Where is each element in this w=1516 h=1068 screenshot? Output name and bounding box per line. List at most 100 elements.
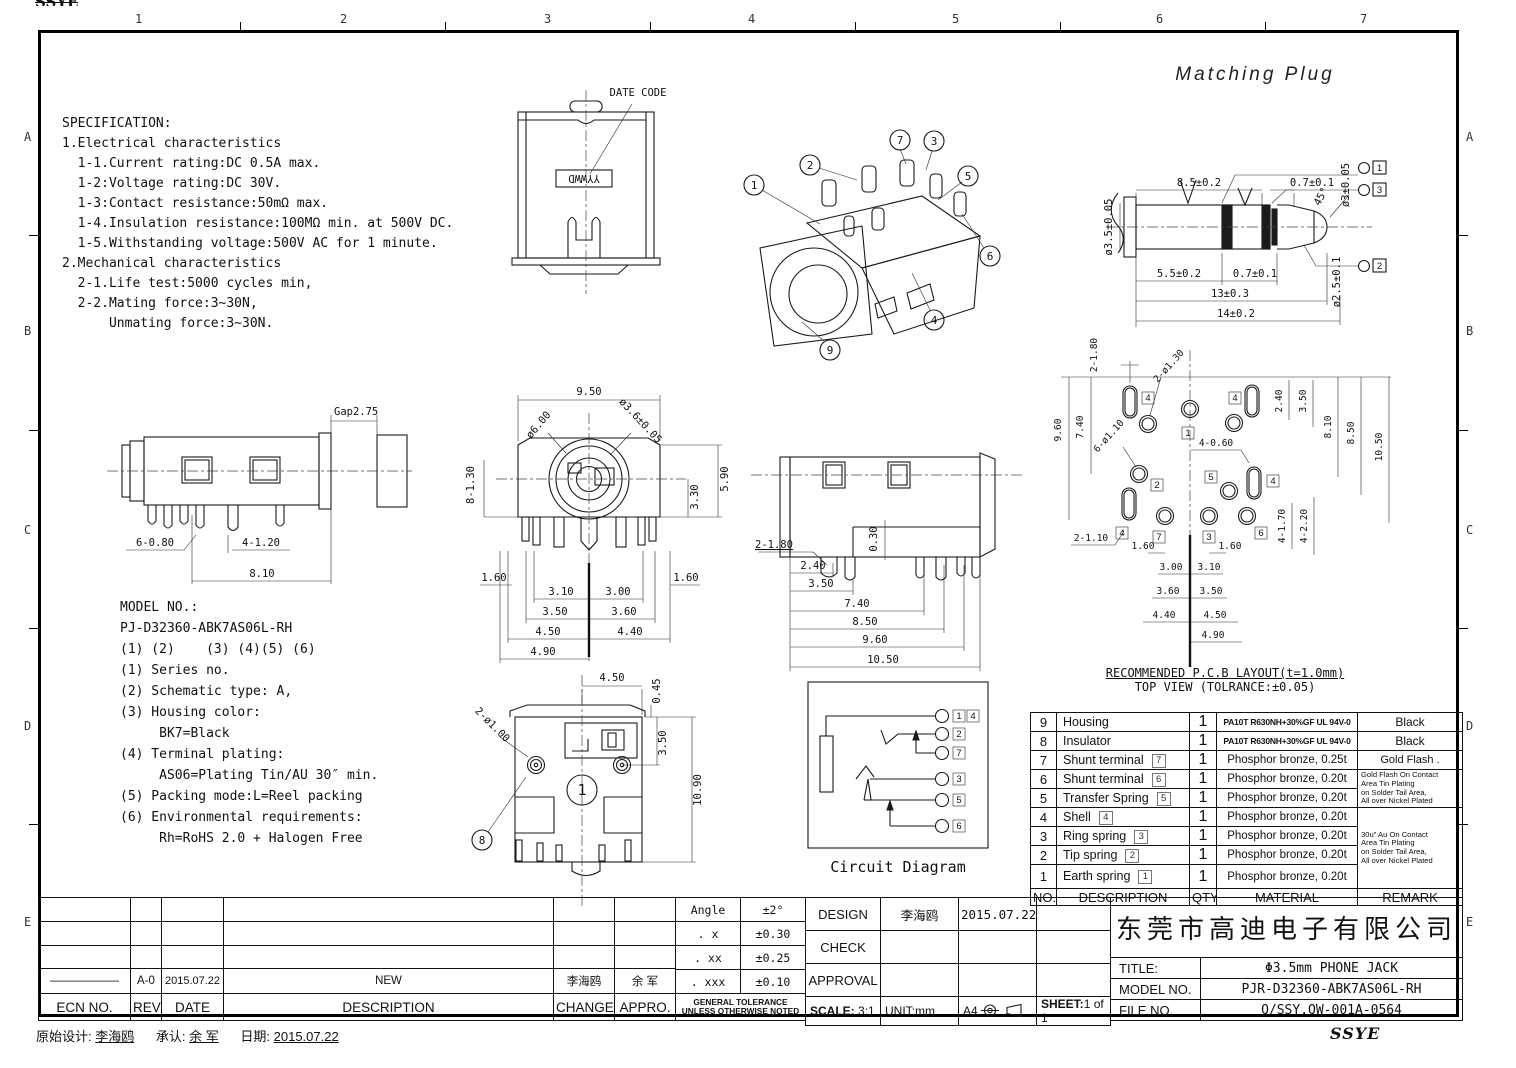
- revision-row: —————— A-0 2015.07.22 NEW 李海鸥 余 军: [38, 968, 676, 994]
- dim: 3.60: [611, 606, 636, 618]
- front-dim-lines: [480, 395, 722, 663]
- side-body: [121, 432, 408, 532]
- zone-label-top: 1: [135, 12, 143, 26]
- balloon-9: 9: [827, 344, 834, 357]
- schematic-mark-circle: [566, 774, 598, 806]
- tolerance-value: ±0.10: [740, 969, 806, 994]
- dim: 1.60: [481, 572, 506, 584]
- footer-approver: 余 军: [189, 1029, 219, 1044]
- model-line: PJ-D32360-ABK7AS06L-RH: [120, 621, 293, 636]
- empty-cell: [1036, 930, 1111, 964]
- dim: 0.7±0.1: [1290, 177, 1334, 189]
- dim: 1.60: [673, 572, 698, 584]
- side-dim-lines: [126, 415, 378, 584]
- date-value: 2015.07.22: [161, 968, 224, 994]
- part-qty: 1: [1189, 769, 1217, 789]
- specification-block: SPECIFICATION: 1.Electrical characterist…: [62, 114, 453, 334]
- zone-tick: [29, 628, 38, 629]
- empty-cell: [614, 921, 676, 946]
- balloon-leaders: [761, 148, 985, 342]
- part-desc-text: Shell: [1063, 809, 1091, 824]
- unit-cell: UNIT:mm: [880, 996, 959, 1026]
- empty-cell: [38, 897, 131, 922]
- table-row: APPROVAL: [805, 963, 1111, 997]
- pcb-note-line2: TOP VIEW (TOLRANCE:±0.05): [1134, 680, 1316, 694]
- sheet-cell: SHEET:1 of 1: [1036, 996, 1111, 1026]
- pad-tag-3: 3: [1206, 532, 1211, 543]
- terminal-7: 7: [956, 748, 961, 759]
- pad-tag-4: 4: [1119, 528, 1124, 539]
- circuit-frame: [807, 681, 989, 849]
- dim: 3.50: [657, 730, 669, 755]
- empty-cell: [614, 945, 676, 969]
- description-value: NEW: [223, 968, 554, 994]
- model-line: MODEL NO.:: [120, 600, 199, 615]
- iso-balloons: 1 2 7 3 5 6 4 9: [743, 129, 1001, 361]
- dim: 0.45: [651, 678, 663, 703]
- footer-designer: 李海鸥: [95, 1029, 135, 1044]
- ecn-no-value: ——————: [38, 968, 131, 994]
- part-no: 3: [1030, 826, 1057, 846]
- part-desc-tag: 5: [1156, 791, 1171, 806]
- dim: 2-1.80: [1089, 338, 1100, 373]
- model-line: (3) Housing color:: [120, 705, 261, 720]
- circuit-wiring: [819, 708, 950, 834]
- empty-cell: [130, 921, 162, 946]
- table-row: . xxx ±0.10: [675, 969, 806, 994]
- ecn-header-row: ECN NO. REV DATE DESCRIPTION CHANGE APPR…: [38, 993, 676, 1021]
- table-row: DESIGN 李海鸥 2015.07.22: [805, 897, 1111, 931]
- ecn-header: REV: [130, 993, 162, 1021]
- empty-cell: [958, 930, 1037, 964]
- dim: 5.90: [719, 466, 731, 491]
- dim: 10.90: [692, 774, 704, 806]
- model-line: BK7=Black: [120, 726, 230, 741]
- dim: 8.5±0.2: [1177, 177, 1221, 189]
- tolerance-label: . xxx: [675, 969, 741, 994]
- zone-label-top: 3: [544, 12, 552, 26]
- model-line: (2) Schematic type: A,: [120, 684, 293, 699]
- dim: 3.10: [548, 586, 573, 598]
- model-number-block: MODEL NO.: PJ-D32360-ABK7AS06L-RH (1) (2…: [120, 597, 378, 849]
- tolerance-value: ±0.25: [740, 945, 806, 970]
- zone-label-left: D: [24, 719, 32, 733]
- ecn-header: DESCRIPTION: [223, 993, 554, 1021]
- scale-cell: SCALE: 3:1: [805, 996, 881, 1026]
- footer-date: 2015.07.22: [273, 1029, 339, 1044]
- tolerance-note: GENERAL TOLERANCE UNLESS OTHERWISE NOTED: [675, 993, 806, 1021]
- model-line: (5) Packing mode:L=Reel packing: [120, 789, 363, 804]
- dim: 8.50: [1346, 421, 1357, 444]
- ecn-header: APPRO.: [614, 993, 676, 1021]
- balloon-6: 6: [987, 250, 994, 263]
- part-material: Phosphor bronze, 0.20t: [1216, 864, 1358, 889]
- scale-value: 3:1: [858, 1004, 875, 1018]
- pad-tag-7: 7: [1156, 532, 1161, 543]
- part-desc-tag: 4: [1098, 810, 1113, 825]
- empty-cell: [1036, 897, 1111, 931]
- plug-pin-2: 2: [1377, 261, 1382, 272]
- pad-tag-4: 4: [1232, 393, 1237, 404]
- terminal-1: 1: [956, 711, 961, 722]
- zone-tick: [29, 235, 38, 236]
- zone-label-right: D: [1466, 719, 1474, 733]
- spec-line: Unmating force:3~30N.: [62, 316, 274, 331]
- zone-label-top: 6: [1156, 12, 1164, 26]
- title-block: 东莞市高迪电子有限公司 TITLE: Φ3.5mm PHONE JACK MOD…: [1109, 897, 1464, 1021]
- approval-block: DESIGN 李海鸥 2015.07.22 CHECK APPROVAL SCA…: [805, 897, 1111, 1026]
- part-no: 2: [1030, 845, 1057, 865]
- plug-pin-3: 3: [1377, 185, 1382, 196]
- dim: 6-0.80: [136, 537, 174, 549]
- balloon-5: 5: [965, 170, 972, 183]
- empty-cell: [161, 921, 224, 946]
- spec-line: 2-2.Mating force:3~30N,: [62, 296, 258, 311]
- check-label: CHECK: [805, 930, 881, 964]
- empty-cell: [553, 945, 615, 969]
- part-material: Phosphor bronze, 0.20t: [1216, 769, 1358, 789]
- part-qty: 1: [1189, 845, 1217, 865]
- part-desc-text: Earth spring: [1063, 869, 1131, 883]
- part-qty: 1: [1189, 788, 1217, 808]
- dim: 8-1.30: [465, 466, 477, 504]
- part-desc-text: Tip spring: [1063, 847, 1118, 862]
- tolerance-label: . x: [675, 921, 741, 946]
